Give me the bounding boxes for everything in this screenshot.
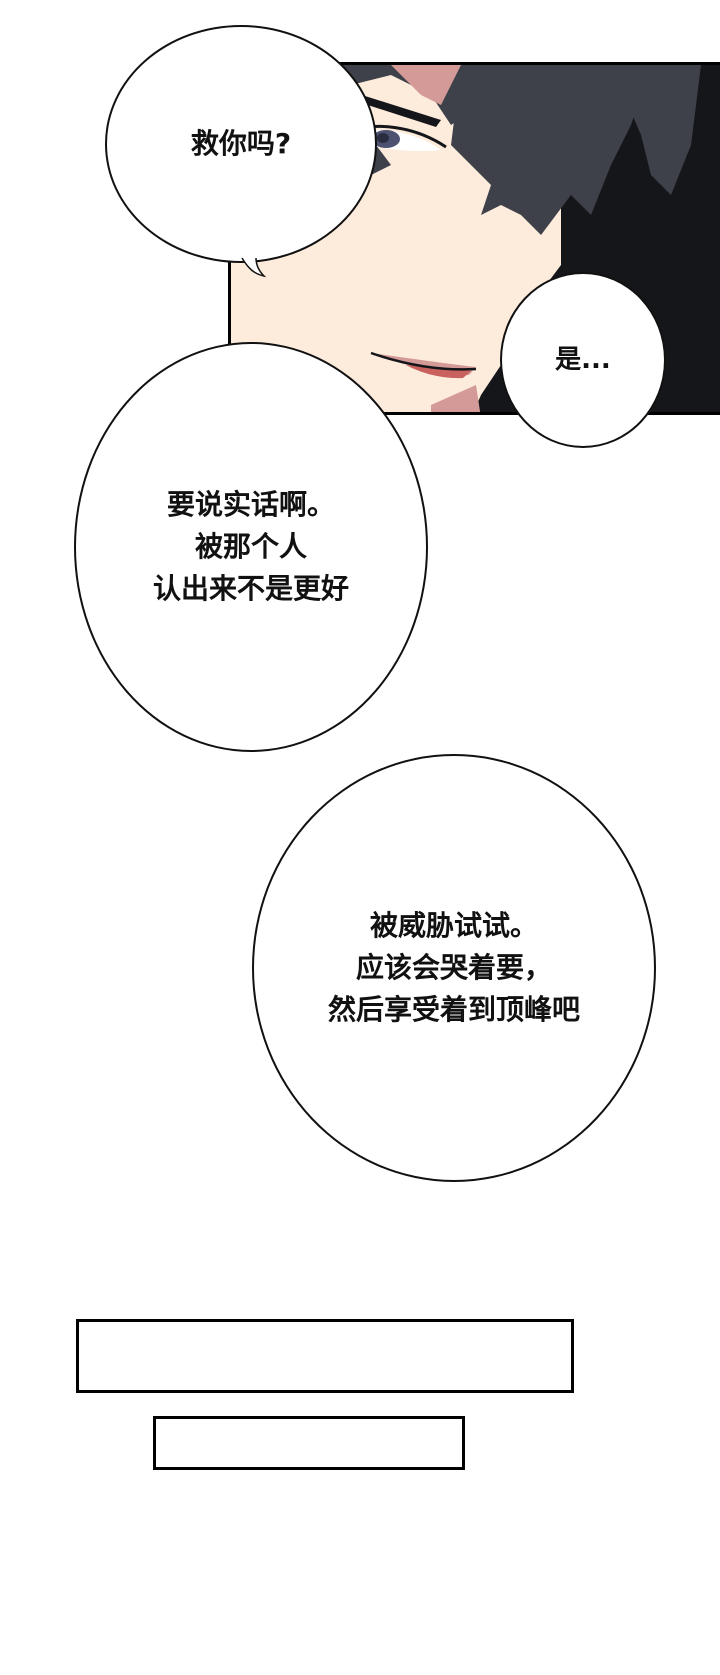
bubble-3-text: 要说实话啊。 被那个人 认出来不是更好: [152, 488, 349, 605]
bubble-4-text: 被威胁试试。 应该会哭着要， 然后享受着到顶峰吧: [327, 909, 580, 1026]
speech-bubble-2: 是...: [500, 272, 666, 448]
bubble-2-text: 是...: [555, 344, 611, 375]
speech-bubble-3: 要说实话啊。 被那个人 认出来不是更好: [74, 342, 428, 752]
speech-bubble-4: 被威胁试试。 应该会哭着要， 然后享受着到顶峰吧: [252, 754, 656, 1182]
speech-bubble-1-tail: [241, 257, 267, 278]
empty-caption-box-2: [153, 1416, 465, 1470]
empty-caption-box-1: [76, 1319, 574, 1393]
bubble-1-text: 救你吗?: [190, 127, 292, 160]
speech-bubble-1: 救你吗?: [105, 25, 377, 263]
